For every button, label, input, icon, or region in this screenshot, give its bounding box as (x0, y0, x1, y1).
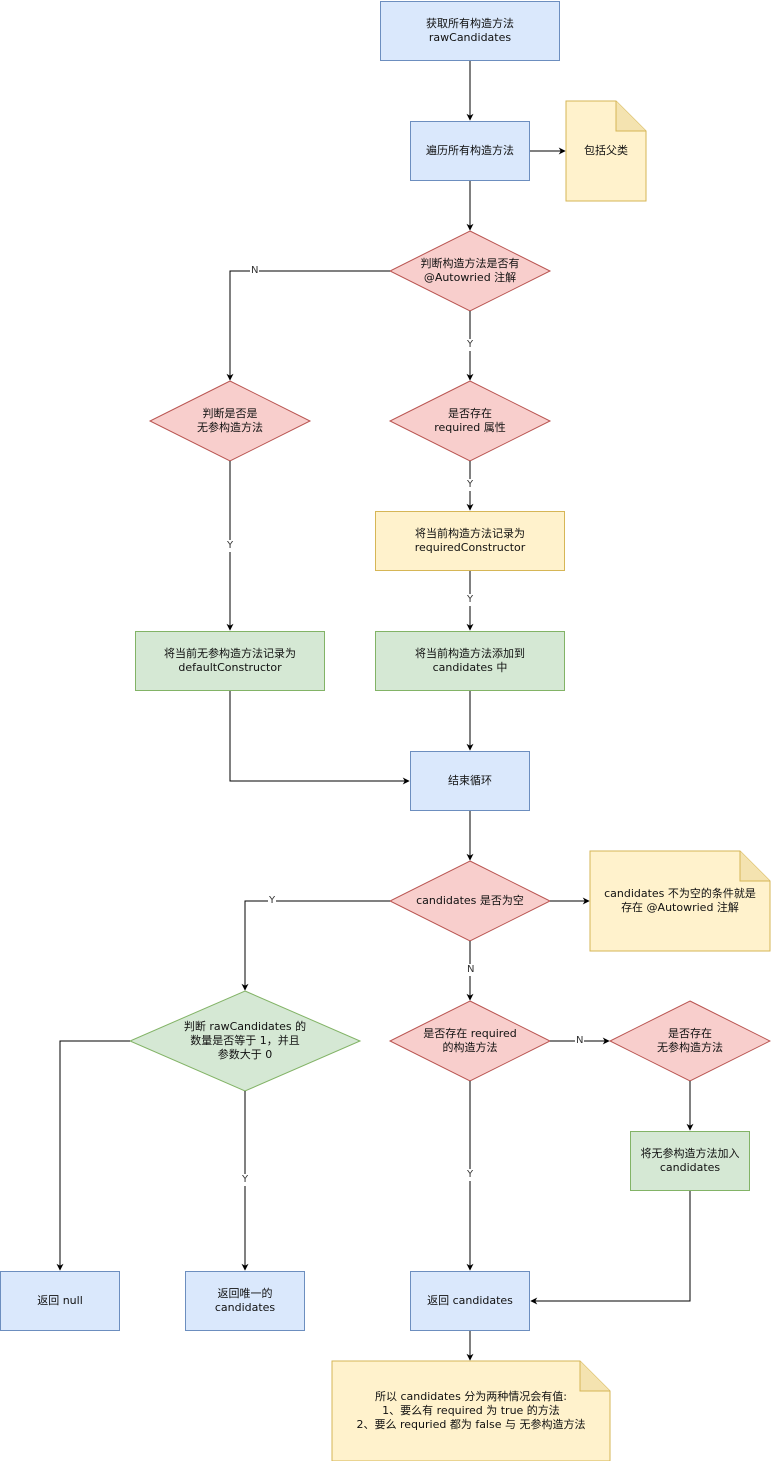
note-final-shape (331, 1360, 611, 1461)
label-note-final: 所以 candidates 分为两种情况会有值: 1、要么有 required … (356, 1390, 586, 1431)
edge-label-required-yes2: Y (466, 594, 475, 606)
label-has-autowired: 判断构造方法是否有 @Autowried 注解 (420, 257, 520, 284)
label-note-not-empty: candidates 不为空的条件就是 存在 @Autowried 注解 (604, 887, 756, 914)
node-record-default: 将当前无参构造方法记录为 defaultConstructor (135, 631, 325, 691)
node-end-loop: 结束循环 (410, 751, 530, 811)
edge-empty-yes (241, 900, 390, 991)
edge-default-to-end (229, 691, 410, 785)
label-has-required: 是否存在 required 属性 (434, 407, 506, 434)
node-add-noarg: 将无参构造方法加入 candidates (630, 1131, 750, 1191)
edge-label-empty-no: N (466, 964, 476, 976)
edge-label-autowired-no: N (250, 265, 260, 277)
edge-label-required-yes1: Y (466, 479, 475, 491)
note-parent-fold (615, 101, 646, 132)
label-candidates-empty: candidates 是否为空 (416, 894, 524, 907)
node-get-constructors: 获取所有构造方法 rawCandidates (380, 1, 560, 61)
label-has-noarg-ctor: 是否存在 无参构造方法 (657, 1027, 723, 1054)
edge-label-empty-yes: Y (268, 895, 277, 907)
note-not-empty-shape (589, 850, 771, 952)
node-iterate-constructors: 遍历所有构造方法 (410, 121, 530, 181)
node-return-null: 返回 null (0, 1271, 120, 1331)
node-add-candidates: 将当前构造方法添加到 candidates 中 (375, 631, 565, 691)
edge-label-autowired-yes: Y (466, 339, 475, 351)
node-record-required: 将当前构造方法记录为 requiredConstructor (375, 511, 565, 571)
edge-label-required-ctor-no: N (575, 1035, 585, 1047)
note-not-empty-fold (739, 851, 770, 882)
node-return-candidates: 返回 candidates (410, 1271, 530, 1331)
edge-raw-to-null (56, 1040, 130, 1271)
label-has-required-ctor: 是否存在 required 的构造方法 (423, 1027, 517, 1054)
edge-label-noarg-yes: Y (226, 540, 235, 552)
edge-label-raw-yes: Y (241, 1174, 250, 1186)
edge-label-required-ctor-yes: Y (466, 1169, 475, 1181)
edge-autowired-no (226, 270, 390, 381)
node-return-unique: 返回唯一的 candidates (185, 1271, 305, 1331)
label-check-raw: 判断 rawCandidates 的 数量是否等于 1，并且 参数大于 0 (183, 1020, 307, 1061)
label-note-parent: 包括父类 (584, 144, 628, 157)
note-final-fold (579, 1361, 610, 1392)
edge-add-to-return (530, 1191, 691, 1305)
label-is-noarg: 判断是否是 无参构造方法 (197, 407, 263, 434)
